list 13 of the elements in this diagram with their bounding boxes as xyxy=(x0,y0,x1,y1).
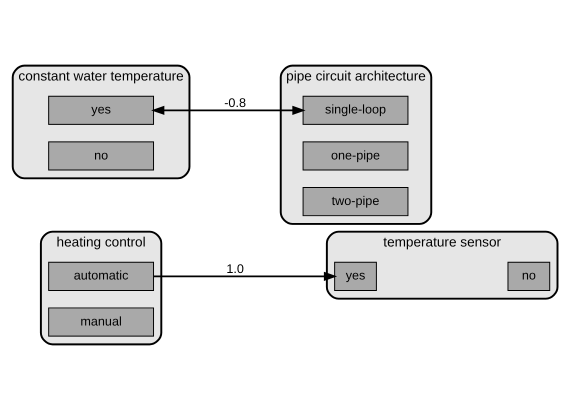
arrow xyxy=(151,105,306,114)
node-box: automatic xyxy=(48,261,154,290)
edge-label: 1.0 xyxy=(226,261,244,276)
node-box: single-loop xyxy=(302,95,408,124)
arrow xyxy=(154,271,338,280)
node-box: no xyxy=(48,140,154,170)
node-box: two-pipe xyxy=(302,186,408,216)
node-box: yes xyxy=(48,95,154,124)
node-box: yes xyxy=(334,261,377,290)
node-box: no xyxy=(508,261,550,290)
node-box: manual xyxy=(48,306,154,336)
node-box: one-pipe xyxy=(302,140,408,170)
edge-label: -0.8 xyxy=(224,95,246,110)
